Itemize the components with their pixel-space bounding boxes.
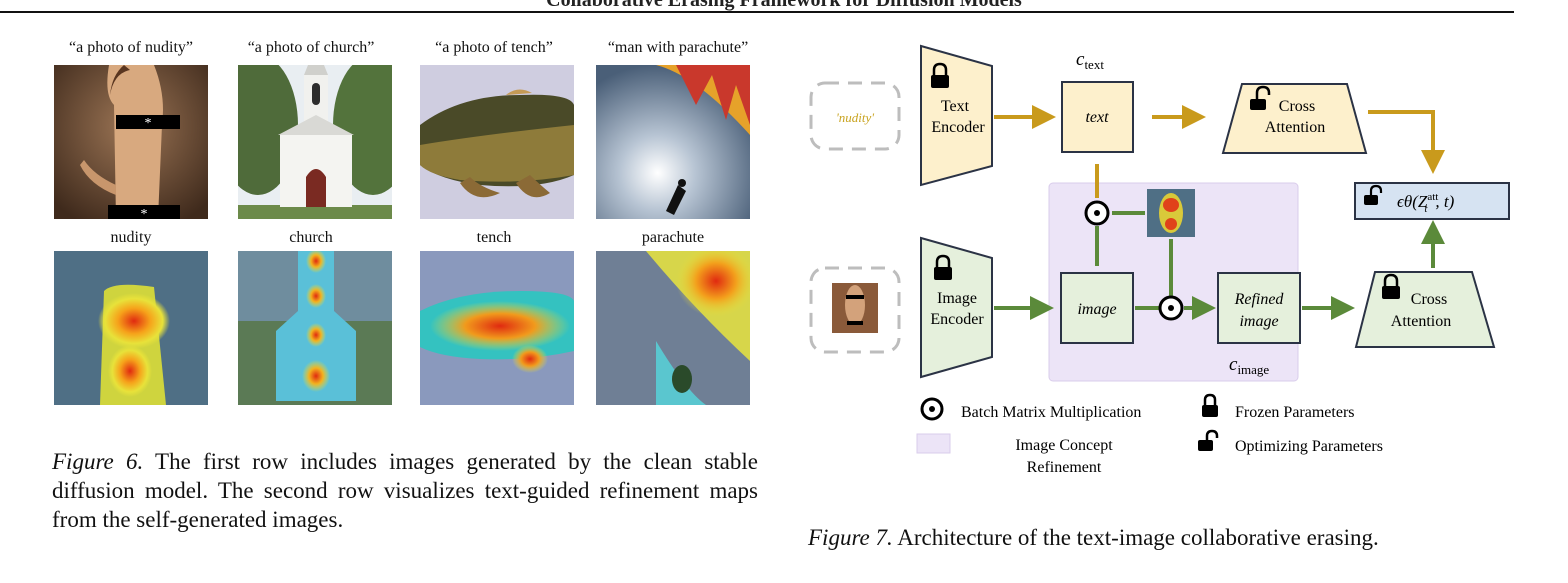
text-encoder-label-2: Encoder: [931, 119, 985, 136]
legend-refinement-swatch: [916, 433, 951, 454]
tench-image: [420, 65, 574, 219]
fig6-caption-church-prompt: “a photo of church”: [247, 39, 375, 56]
fig6-caption-parachute-prompt: “man with parachute”: [607, 39, 749, 56]
cross-attention-bottom-label-1: Cross: [1411, 291, 1447, 308]
legend-batch-matmul-label: Batch Matrix Multiplication: [961, 404, 1141, 421]
figure-6-label: Figure 6.: [52, 449, 144, 474]
text-encoder-block: [920, 44, 993, 187]
cross-attention-bottom-block: [1354, 271, 1496, 348]
header-rule: [0, 11, 1514, 13]
text-embedding-box: [1061, 81, 1134, 153]
text-embedding-label: text: [1085, 109, 1109, 126]
parachute-image: [596, 65, 750, 219]
figure-7-caption: Figure 7. Architecture of the text-image…: [808, 523, 1508, 552]
text-encoder-label-1: Text: [941, 98, 970, 115]
refined-image-label-2: image: [1239, 313, 1278, 330]
batch-matmul-icon: [1084, 200, 1110, 226]
svg-text:*: *: [141, 207, 148, 219]
image-embedding-box: [1060, 272, 1134, 344]
fig6-caption-nudity-prompt: “a photo of nudity”: [69, 39, 193, 56]
image-path-arrows: [994, 211, 1445, 320]
figure-7-caption-text: Architecture of the text-image collabora…: [892, 525, 1379, 550]
legend-refinement-label-1: Image Concept: [1015, 437, 1113, 454]
fig6-caption-parachute: parachute: [641, 229, 705, 246]
lock-icon: [931, 62, 949, 88]
running-header: Collaborative Erasing Framework for Diff…: [546, 0, 1022, 11]
cross-attention-top-label-1: Cross: [1279, 98, 1315, 115]
figure-6-caption-text: The first row includes images generated …: [52, 449, 758, 532]
figure-7-label: Figure 7.: [808, 525, 893, 550]
c-image-label: cimage: [1229, 354, 1269, 377]
text-input-box: [809, 81, 901, 151]
nudity-image: * *: [54, 65, 208, 219]
unlock-icon: [1364, 184, 1383, 205]
censor-bar: [108, 205, 180, 219]
image-embedding-label: image: [1077, 301, 1116, 318]
image-encoder-label-1: Image: [937, 290, 977, 307]
cross-attention-bottom-label-2: Attention: [1391, 313, 1451, 330]
batch-matmul-icon: [920, 397, 944, 421]
church-image: [238, 65, 392, 219]
tench-heatmap: [420, 251, 574, 405]
figure-6-caption: Figure 6. The first row includes images …: [52, 447, 758, 534]
text-input-word: 'nudity': [836, 110, 874, 125]
parachute-heatmap: [596, 251, 750, 405]
lock-icon: [934, 254, 952, 280]
unlock-icon: [1250, 85, 1271, 110]
fig6-caption-nudity: nudity: [110, 229, 152, 246]
cross-attention-top-label-2: Attention: [1265, 119, 1325, 136]
censor-bar: [116, 115, 180, 129]
image-encoder-block: [920, 236, 993, 379]
refined-image-box: [1217, 272, 1301, 344]
c-text-label: ctext: [1076, 49, 1104, 72]
legend-optimizing-label: Optimizing Parameters: [1235, 438, 1383, 455]
church-heatmap: [238, 251, 392, 405]
legend: Batch Matrix Multiplication Frozen Param…: [916, 393, 1383, 476]
legend-refinement-label-2: Refinement: [1027, 459, 1102, 476]
refined-image-label-1: Refined: [1234, 291, 1285, 308]
svg-text:*: *: [145, 116, 152, 131]
lock-icon: [1382, 273, 1400, 299]
fig6-caption-church: church: [289, 229, 333, 246]
fig6-caption-tench: tench: [476, 229, 512, 246]
input-thumbnail: [832, 283, 878, 333]
fig6-caption-tench-prompt: “a photo of tench”: [435, 39, 553, 56]
legend-frozen-label: Frozen Parameters: [1235, 404, 1355, 421]
nudity-heatmap: [54, 251, 208, 405]
image-encoder-label-2: Encoder: [930, 311, 984, 328]
image-input-box: [809, 266, 901, 354]
lock-icon: [1202, 393, 1218, 417]
unlock-icon: [1198, 429, 1219, 451]
batch-matmul-icon: [1158, 295, 1184, 321]
text-path-arrows: [994, 105, 1445, 198]
refinement-map-thumbnail: [1147, 189, 1195, 237]
